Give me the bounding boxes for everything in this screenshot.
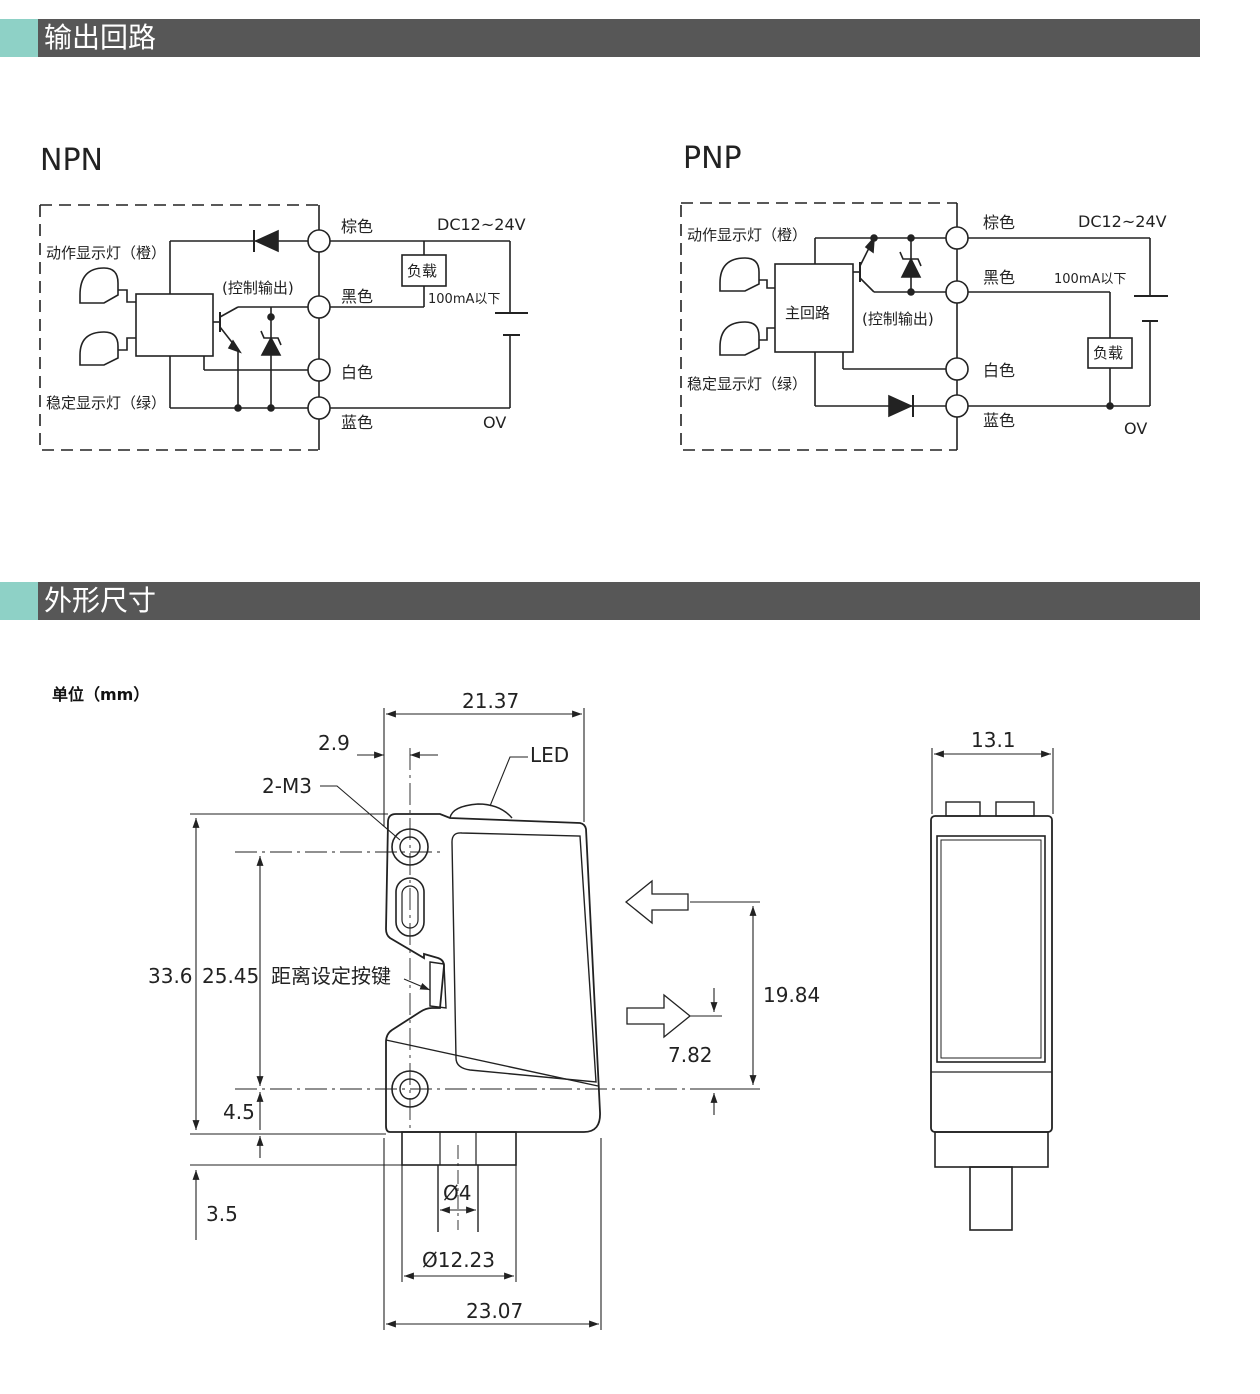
side-cable [969,1166,1013,1231]
receive-arrow-icon [624,879,689,925]
pnp-label-black: 黑色 [983,268,1015,287]
npn-zero: OV [483,413,506,432]
pnp-control-output: (控制输出) [862,310,934,328]
distance-button [429,961,447,1009]
connector-nut [401,1131,517,1166]
pnp-action-led: 动作显示灯（橙） [687,226,807,244]
npn-terminal-brown [307,229,331,253]
pnp-voltage: DC12~24V [1078,212,1167,231]
dim-2-9: 2.9 [318,731,350,755]
section-accent [0,19,38,57]
npn-control-output: (控制输出) [222,279,294,297]
section-accent [0,582,38,620]
npn-current: 100mA以下 [428,292,500,307]
dim-3-5: 3.5 [206,1202,238,1226]
pnp-terminal-black [945,280,969,304]
npn-stable-led: 稳定显示灯（绿） [46,394,166,412]
dim-21-37: 21.37 [462,689,519,713]
pnp-terminal-brown [945,226,969,250]
front-view [235,748,720,1232]
npn-terminal-blue [307,396,331,420]
npn-voltage: DC12~24V [437,215,526,234]
section-title: 输出回路 [44,21,157,54]
side-body [930,815,1053,1133]
dim-button: 距离设定按键 [271,964,391,988]
dim-13-1: 13.1 [971,728,1016,752]
npn-circuit [39,204,528,451]
npn-label-white: 白色 [341,363,373,382]
dimension-lines [190,708,1054,1330]
dim-4-5: 4.5 [223,1100,255,1124]
unit-label: 单位（mm） [52,685,150,704]
npn-action-led: 动作显示灯（橙） [46,244,166,262]
pnp-led-green [719,321,760,356]
npn-label-blue: 蓝色 [341,413,373,432]
pnp-load-label: 负载 [1093,344,1123,362]
npn-led-orange [79,267,119,304]
optical-arrows [624,879,692,1039]
npn-label-brown: 棕色 [341,217,373,236]
side-view [930,801,1053,1231]
pnp-main-label: 主回路 [785,304,830,322]
npn-label-black: 黑色 [341,287,373,306]
npn-title: NPN [40,143,103,178]
pnp-label-white: 白色 [983,361,1015,380]
dim-m3: 2-M3 [262,774,312,798]
pnp-terminal-blue [945,394,969,418]
side-lens [936,835,1046,1063]
dim-phi12: Ø12.23 [422,1248,495,1272]
pnp-circuit [680,202,1168,451]
pnp-zero: OV [1124,419,1147,438]
pnp-stable-led: 稳定显示灯（绿） [687,375,807,393]
pnp-label-blue: 蓝色 [983,411,1015,430]
npn-load-label: 负载 [407,262,437,280]
pnp-main-box [774,263,854,353]
pnp-led-orange [719,257,760,292]
dim-led: LED [530,743,569,767]
dim-19-84: 19.84 [763,983,820,1007]
pnp-terminal-white [945,357,969,381]
dim-33-6: 33.6 [148,964,193,988]
dim-23-07: 23.07 [466,1299,523,1323]
pnp-label-brown: 棕色 [983,213,1015,232]
pnp-current: 100mA以下 [1054,272,1126,287]
npn-terminal-white [307,358,331,382]
npn-led-green [79,331,119,366]
emit-arrow-icon [626,993,692,1039]
dim-7-82: 7.82 [668,1043,713,1067]
dim-phi4: Ø4 [443,1181,471,1205]
section-header-circuit: 输出回路 [0,19,1200,57]
npn-control-box [135,293,214,357]
section-header-dimensions: 外形尺寸 [0,582,1200,620]
pnp-title: PNP [683,141,742,176]
dim-25-45: 25.45 [202,964,259,988]
section-title: 外形尺寸 [44,584,157,617]
npn-terminal-black [307,295,331,319]
